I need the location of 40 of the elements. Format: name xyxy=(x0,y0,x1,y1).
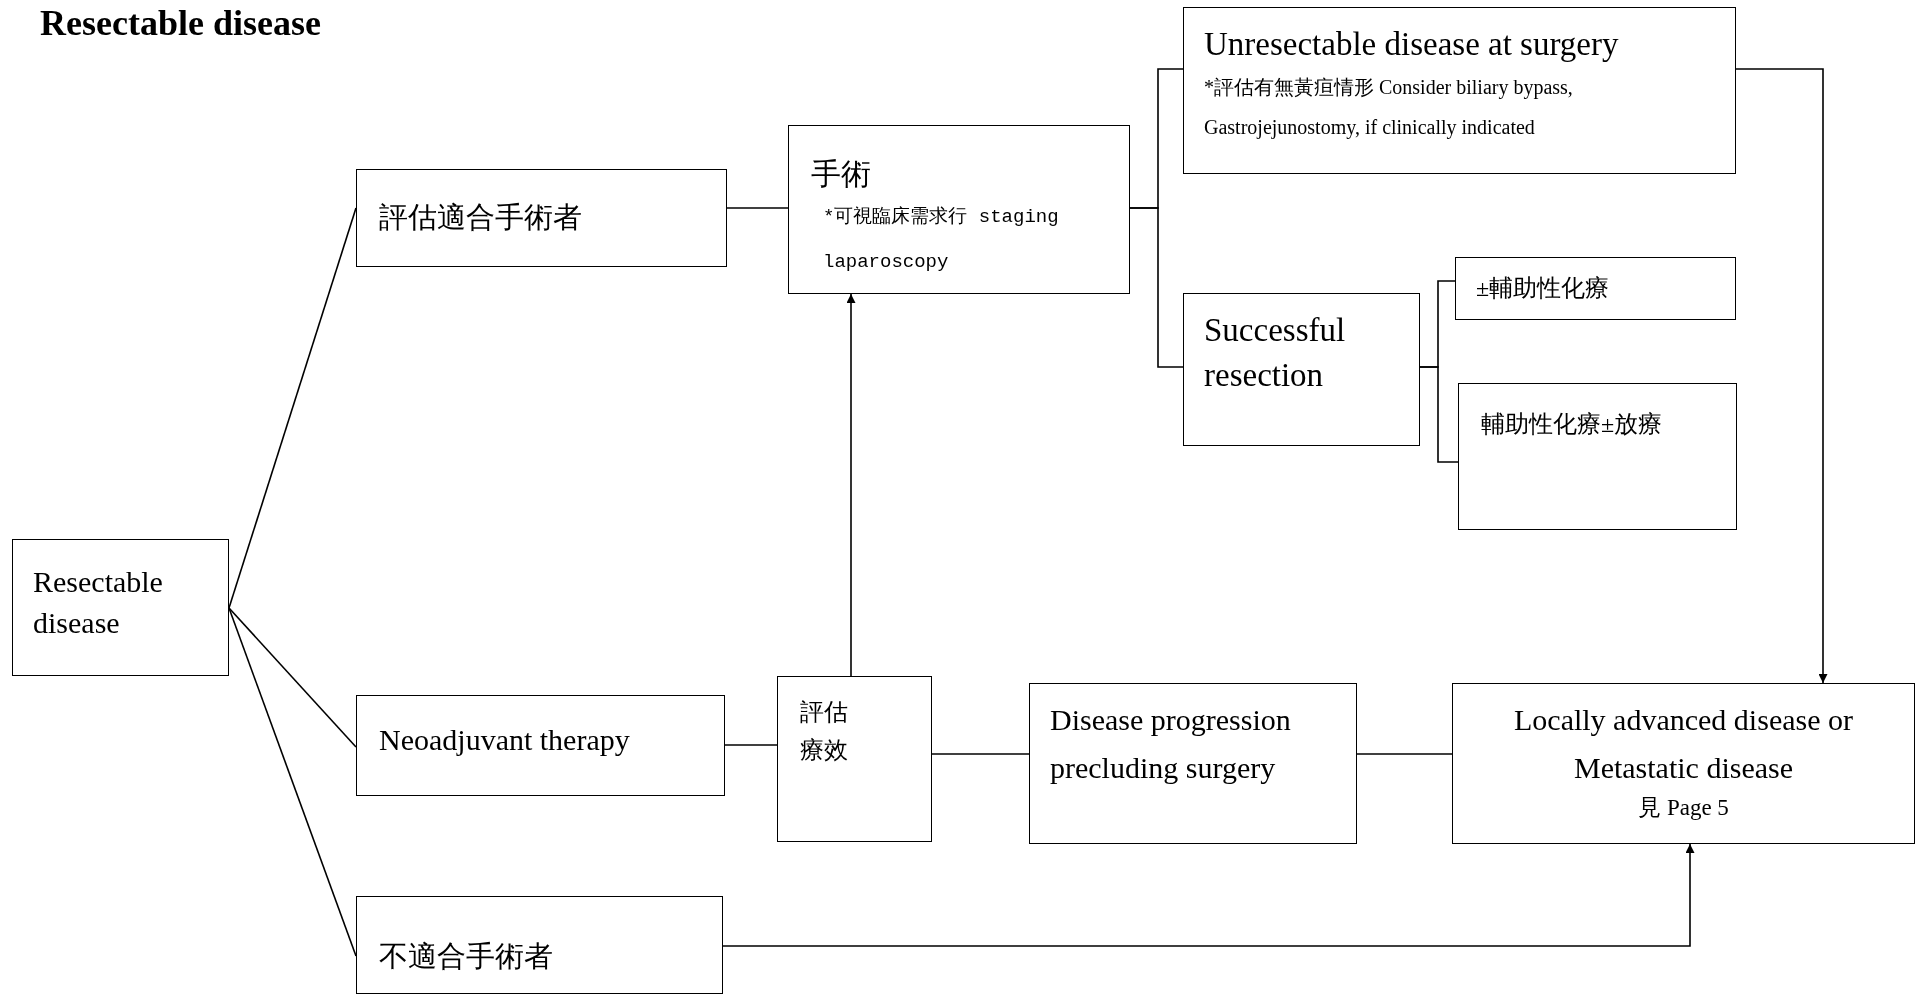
outcome-box xyxy=(1452,683,1915,844)
node-note: 見 Page 5 xyxy=(1637,794,1730,822)
node-label: 評估適合手術者 xyxy=(379,200,582,235)
outcome-box xyxy=(1183,7,1736,174)
process-box xyxy=(12,539,229,676)
connector-line xyxy=(724,744,778,746)
node-label: Resectable disease xyxy=(33,564,164,641)
connector-line xyxy=(1356,753,1453,755)
connector-line xyxy=(726,207,789,209)
node-label: 不適合手術者 xyxy=(379,939,553,974)
node-label: Unresectable disease at surgery xyxy=(1204,25,1619,64)
arrow xyxy=(1735,68,1828,684)
arrow xyxy=(722,843,1695,947)
diagram-title: Resectable disease xyxy=(40,2,321,44)
node-note: *可視臨床需求行 staging laparoscopy xyxy=(823,204,1060,276)
node-label: Neoadjuvant therapy xyxy=(379,722,630,758)
node-label: 手術 xyxy=(811,156,871,192)
treatment-box xyxy=(1458,383,1737,530)
outcome-box xyxy=(1029,683,1357,844)
node-note: *評估有無黃疸情形 Consider biliary bypass, Gastrojejunostomy, if clinically indicated xyxy=(1204,74,1574,141)
node-label: ±輔助性化療 xyxy=(1476,274,1610,303)
assessment-box xyxy=(777,676,932,842)
connector-line xyxy=(228,607,357,957)
connector-line xyxy=(931,753,1030,755)
arrow xyxy=(846,293,856,677)
connector-line xyxy=(228,207,357,609)
process-box xyxy=(356,169,727,267)
process-box xyxy=(788,125,1130,294)
outcome-box xyxy=(1183,293,1420,446)
node-label: 輔助性化療±放療 xyxy=(1481,410,1663,439)
process-box xyxy=(356,896,723,994)
node-label: 評估療效 xyxy=(800,698,849,766)
node-label: Successful resection xyxy=(1204,311,1347,395)
connector-line xyxy=(1129,207,1184,368)
connector-line xyxy=(228,607,357,748)
process-box xyxy=(356,695,725,796)
node-label: Locally advanced disease or Metastatic disease xyxy=(1513,702,1854,786)
connector-line xyxy=(1419,366,1459,463)
node-label: Disease progression precluding surgery xyxy=(1050,702,1292,786)
treatment-box xyxy=(1455,257,1736,320)
